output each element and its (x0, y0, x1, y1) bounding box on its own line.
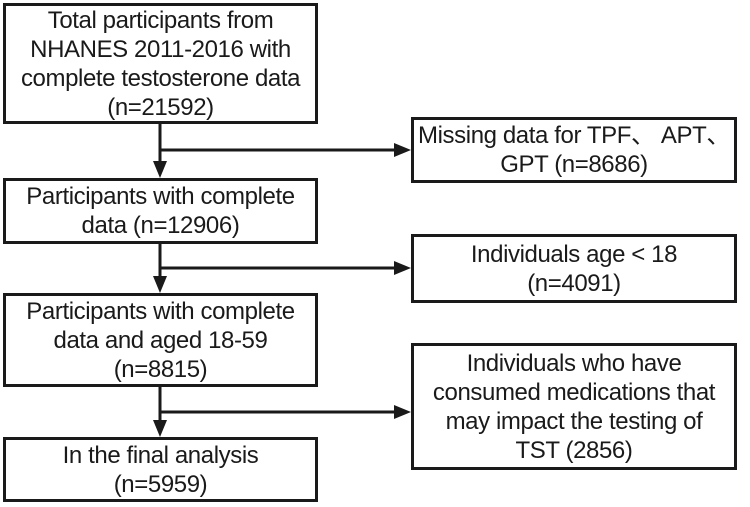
arrow-branch-missing-data (160, 143, 411, 157)
exclusion-box-missing-data-label: Missing data for TPF、 APT、 GPT (n=8686) (418, 122, 730, 178)
exclusion-box-medications-label: Individuals who have consumed medication… (432, 349, 716, 464)
flow-box-total-participants-label: Total participants from NHANES 2011-2016… (20, 6, 301, 121)
flow-box-complete-data-label: Participants with complete data (n=12906… (26, 183, 295, 239)
arrow-branch-medications (160, 405, 411, 419)
arrow-aged-to-final (153, 387, 167, 437)
flow-box-aged-18-59: Participants with complete data and aged… (3, 293, 318, 387)
arrow-branch-age-under-18 (160, 261, 411, 275)
arrow-complete-to-aged (153, 244, 167, 293)
flow-box-final-analysis-label: In the final analysis (n=5959) (62, 441, 259, 498)
exclusion-box-missing-data: Missing data for TPF、 APT、 GPT (n=8686) (411, 117, 737, 183)
flow-box-complete-data: Participants with complete data (n=12906… (3, 178, 318, 244)
exclusion-box-medications: Individuals who have consumed medication… (411, 343, 737, 470)
flow-box-total-participants: Total participants from NHANES 2011-2016… (3, 3, 318, 124)
flow-box-aged-18-59-label: Participants with complete data and aged… (26, 297, 295, 383)
exclusion-box-age-under-18: Individuals age < 18 (n=4091) (411, 234, 737, 303)
arrow-total-to-complete (153, 124, 167, 178)
exclusion-box-age-under-18-label: Individuals age < 18 (n=4091) (470, 240, 678, 297)
flow-box-final-analysis: In the final analysis (n=5959) (3, 437, 318, 502)
